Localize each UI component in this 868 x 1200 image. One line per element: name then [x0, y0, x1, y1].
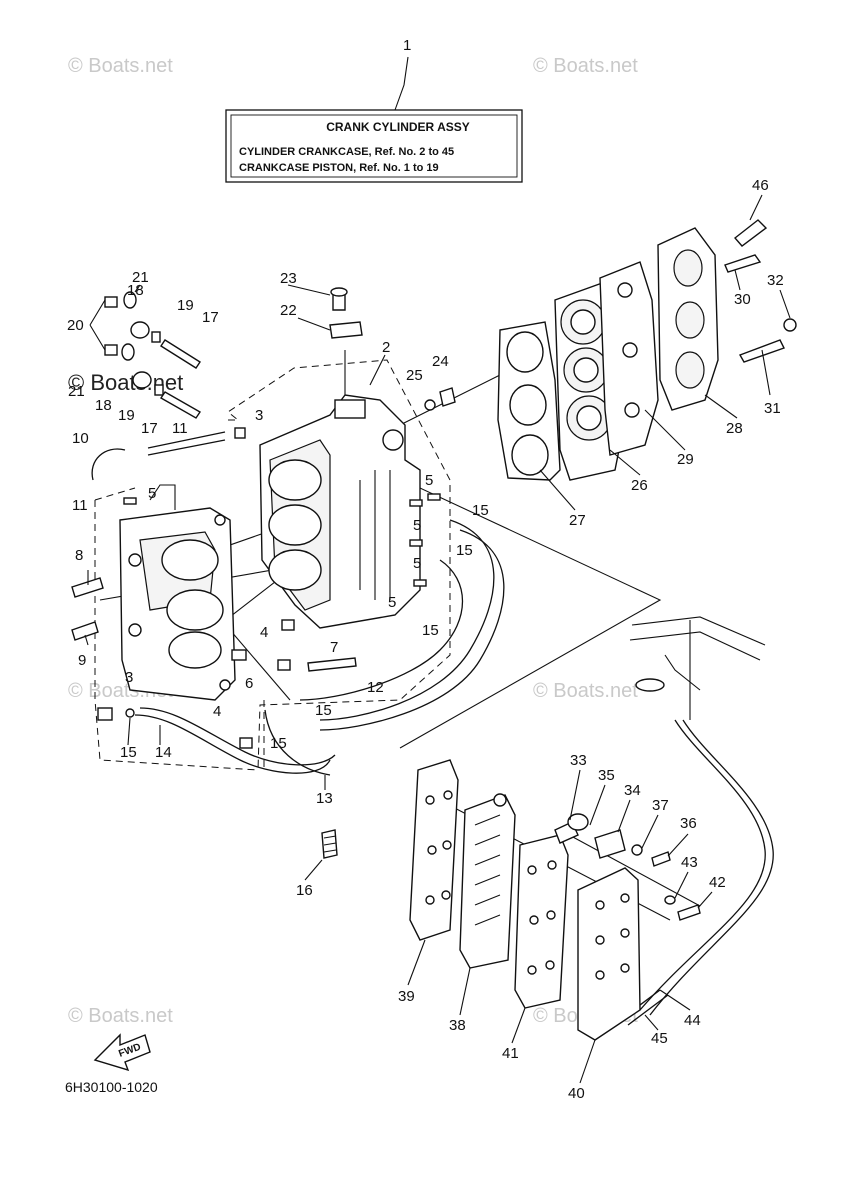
assembly-dashed-outline [94, 359, 451, 771]
callout-23: 23 [280, 270, 297, 287]
callout-41: 41 [502, 1045, 519, 1062]
callout-18: 18 [95, 397, 112, 414]
callout-38: 38 [449, 1017, 466, 1034]
callout-20: 20 [67, 317, 84, 334]
callout-21: 21 [68, 383, 85, 400]
exhaust-inner-cover-38 [459, 793, 516, 969]
callout-15: 15 [456, 542, 473, 559]
hoses [91, 431, 774, 1026]
cylinder-block [259, 350, 421, 629]
callout-19: 19 [118, 407, 135, 424]
callout-15: 15 [422, 622, 439, 639]
callout-14: 14 [155, 744, 172, 761]
callout-16: 16 [296, 882, 313, 899]
callout-42: 42 [709, 874, 726, 891]
head-cover-gasket [599, 261, 659, 456]
callout-4: 4 [213, 703, 221, 720]
callout-5: 5 [148, 485, 156, 502]
callout-39: 39 [398, 988, 415, 1005]
callout-2: 2 [382, 339, 390, 356]
head-cover [657, 227, 719, 411]
exhaust-gasket-39 [409, 759, 459, 941]
callout-10: 10 [72, 430, 89, 447]
head-gasket [497, 321, 561, 481]
callout-28: 28 [726, 420, 743, 437]
callout-35: 35 [598, 767, 615, 784]
small-fittings-left [71, 427, 357, 749]
dowel-pins [123, 493, 441, 587]
callout-5: 5 [425, 472, 433, 489]
callout-17: 17 [202, 309, 219, 326]
callout-12: 12 [367, 679, 384, 696]
watermark-text: © Boats.net [533, 680, 638, 702]
callout-24: 24 [432, 353, 449, 370]
assembly-subtitle-line2: CRANKCASE PISTON, Ref. No. 1 to 19 [239, 162, 439, 174]
callout-17: 17 [141, 420, 158, 437]
callout-45: 45 [651, 1030, 668, 1047]
callout-29: 29 [677, 451, 694, 468]
callout-44: 44 [684, 1012, 701, 1029]
callout-22: 22 [280, 302, 297, 319]
callout-27: 27 [569, 512, 586, 529]
callout-1: 1 [403, 37, 411, 54]
small-parts-upper-left [104, 291, 201, 419]
callout-4: 4 [260, 624, 268, 641]
callout-leaders [84, 194, 791, 1084]
callout-8: 8 [75, 547, 83, 564]
crankcase-left [119, 484, 236, 701]
callout-31: 31 [764, 400, 781, 417]
callout-37: 37 [652, 797, 669, 814]
callout-26: 26 [631, 477, 648, 494]
boat-outline [629, 616, 766, 720]
callout-34: 34 [624, 782, 641, 799]
callout-11: 11 [72, 497, 88, 514]
leader-line [394, 56, 409, 111]
diagram-code: 6H30100-1020 [65, 1079, 158, 1095]
callout-43: 43 [681, 854, 698, 871]
watermark-text-overlay: © Boats.net [68, 370, 183, 395]
callout-6: 6 [245, 675, 253, 692]
exhaust-outer-cover-40 [577, 867, 641, 1041]
callout-3: 3 [255, 407, 263, 424]
assembly-title-box: CRANK CYLINDER ASSY CYLINDER CRANKCASE, … [225, 109, 523, 183]
exhaust-gasket-41 [514, 834, 569, 1009]
callout-19: 19 [177, 297, 194, 314]
assembly-subtitle-line1: CYLINDER CRANKCASE, Ref. No. 2 to 45 [239, 146, 454, 158]
callout-13: 13 [316, 790, 333, 807]
callout-15: 15 [120, 744, 137, 761]
watermark-text: © Boats.net [68, 1005, 173, 1027]
hose-clip-16 [321, 829, 338, 859]
callout-9: 9 [78, 652, 86, 669]
callout-numbers: 1 2 3 3 4 4 5 5 5 5 5 6 7 8 9 10 11 11 1… [67, 37, 784, 1102]
callout-32: 32 [767, 272, 784, 289]
callout-7: 7 [330, 639, 338, 656]
callout-15: 15 [315, 702, 332, 719]
callout-30: 30 [734, 291, 751, 308]
callout-33: 33 [570, 752, 587, 769]
callout-11: 11 [172, 420, 188, 437]
callout-46: 46 [752, 177, 769, 194]
bracket-22-23 [329, 287, 363, 339]
callout-40: 40 [568, 1085, 585, 1102]
watermark-text: © Boats.net [68, 55, 173, 77]
callout-5: 5 [413, 555, 421, 572]
callout-21: 21 [132, 269, 149, 286]
forward-arrow: FWD [93, 1033, 151, 1072]
plug-24-25 [424, 387, 456, 411]
callout-15: 15 [270, 735, 287, 752]
callout-25: 25 [406, 367, 423, 384]
callout-36: 36 [680, 815, 697, 832]
thermostat-group [554, 813, 701, 921]
watermark-text: © Boats.net [533, 55, 638, 77]
callout-3: 3 [125, 669, 133, 686]
assembly-title: CRANK CYLINDER ASSY [326, 120, 470, 134]
callout-5: 5 [388, 594, 396, 611]
callout-15: 15 [472, 502, 489, 519]
callout-5: 5 [413, 517, 421, 534]
